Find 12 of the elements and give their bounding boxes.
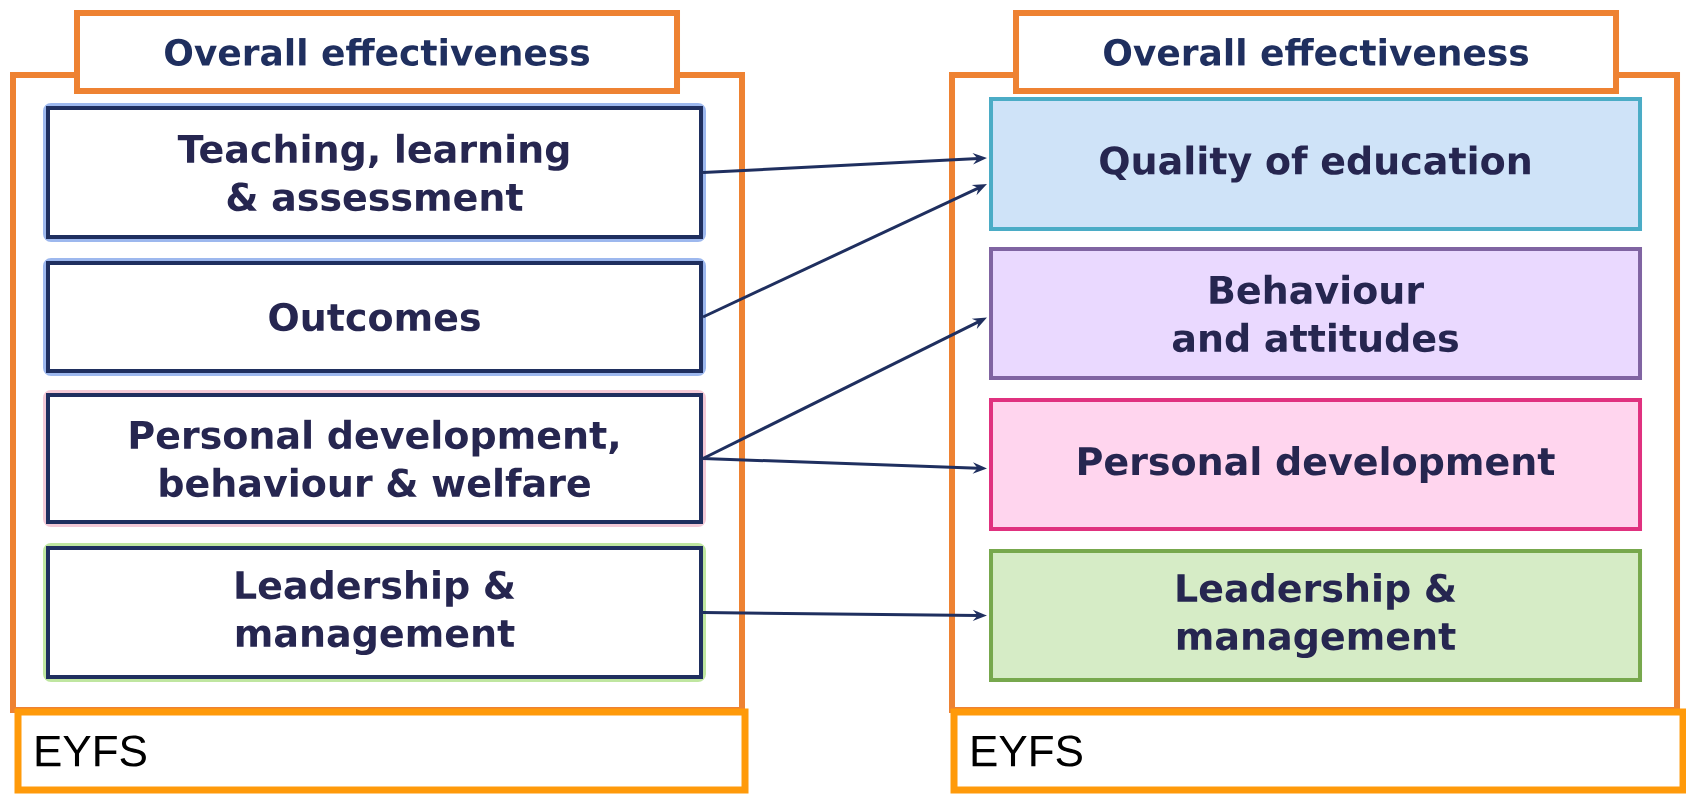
category-box: Personal development <box>989 398 1642 531</box>
category-box: Teaching, learning & assessment <box>43 103 706 242</box>
category-box: Outcomes <box>43 258 706 376</box>
category-box: Behaviour and attitudes <box>989 247 1642 380</box>
node-label: Overall effectiveness <box>1104 38 1528 66</box>
category-box: Leadership & management <box>43 543 706 682</box>
label-box: EYFS <box>14 708 749 794</box>
label-box: EYFS <box>950 708 1686 794</box>
category-box: Leadership & management <box>989 549 1642 682</box>
category-box: Quality of education <box>989 97 1642 231</box>
node-label: Overall effectiveness <box>165 38 589 66</box>
category-box: Personal development, behaviour & welfare <box>43 390 706 527</box>
